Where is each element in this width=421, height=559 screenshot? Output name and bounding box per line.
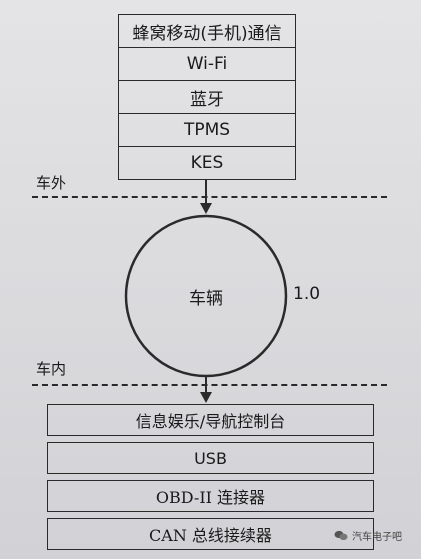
watermark-text: 汽车电子吧	[352, 532, 402, 543]
arrow-down-top-icon	[200, 203, 212, 214]
top-box-kes-label: KES	[190, 153, 224, 173]
arrow-down-bottom-icon	[200, 392, 212, 403]
bottom-box-obd: OBD-II 连接器	[47, 480, 374, 512]
top-box-bluetooth-label: 蓝牙	[190, 89, 224, 110]
bottom-box-usb-label: USB	[194, 448, 227, 468]
zone-inside-label: 车内	[36, 360, 67, 378]
bottom-box-infotainment-label: 信息娱乐/导航控制台	[135, 412, 286, 431]
chat-bubble-icon	[334, 530, 348, 540]
bottom-box-infotainment: 信息娱乐/导航控制台	[47, 404, 374, 436]
top-box-tpms-label: TPMS	[183, 120, 231, 140]
zone-outside-divider	[32, 196, 387, 198]
bottom-box-can-label: CAN 总线接续器	[149, 526, 272, 545]
zone-outside-label: 车外	[36, 174, 67, 192]
top-box-cellular-label: 蜂窝移动(手机)通信	[132, 23, 282, 44]
bottom-box-usb: USB	[47, 442, 374, 474]
zone-inside-divider	[32, 384, 387, 386]
version-label: 1.0	[293, 284, 321, 304]
top-box-kes: KES	[118, 146, 296, 180]
vehicle-label: 车辆	[189, 289, 223, 309]
watermark: 汽车电子吧	[334, 528, 402, 543]
bottom-box-can: CAN 总线接续器	[47, 518, 374, 550]
bottom-box-obd-label: OBD-II 连接器	[155, 488, 266, 507]
top-box-wifi-label: Wi-Fi	[186, 54, 228, 74]
